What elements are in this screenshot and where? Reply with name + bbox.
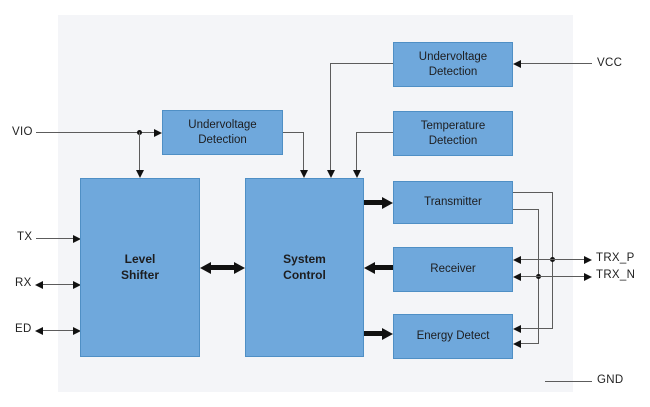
block-label: Receiver	[430, 263, 476, 276]
pin-label-tx: TX	[17, 231, 33, 243]
pin-label-vcc: VCC	[597, 57, 623, 69]
pin-label-rx: RX	[15, 277, 32, 289]
pin-label-ed: ED	[15, 323, 32, 335]
block-level-shifter: Level Shifter	[80, 178, 200, 357]
uvd-io-out-line-v	[303, 132, 304, 170]
pin-label-vio: VIO	[12, 126, 33, 138]
arrowhead-into-system-control-icon	[300, 170, 308, 178]
arrowhead-into-system-control-icon	[327, 170, 335, 178]
block-label: Level Shifter	[120, 251, 159, 282]
tx-arrowhead-icon	[73, 235, 81, 243]
arrowhead-into-receiver-p-icon	[513, 256, 521, 264]
arrowhead-into-energy-detect-b-icon	[513, 340, 521, 348]
pin-label-trx-p: TRX_P	[596, 252, 635, 264]
ed-arrowhead-in-icon	[73, 327, 81, 335]
trx-n-pad-arrowhead-icon	[584, 273, 592, 281]
uvd-vcc-out-line	[330, 63, 393, 64]
ls-sc-arrowhead-left-icon	[200, 262, 211, 274]
uvd-io-out-line	[282, 132, 304, 133]
block-label: Temperature Detection	[420, 119, 486, 147]
ls-sc-arrowhead-right-icon	[234, 262, 245, 274]
sc-ed-arrowhead-icon	[382, 328, 393, 340]
block-label: Undervoltage Detection	[188, 118, 257, 146]
block-energy-detect: Energy Detect	[393, 314, 513, 359]
arrowhead-into-energy-detect-a-icon	[513, 325, 521, 333]
uvd-vcc-out-line-v	[330, 63, 331, 170]
block-undervoltage-detection-io: Undervoltage Detection	[162, 110, 283, 155]
block-receiver: Receiver	[393, 247, 513, 292]
arrowhead-into-receiver-n-icon	[513, 273, 521, 281]
arrowhead-into-uvd-vcc-icon	[513, 60, 521, 68]
rx-sc-arrowhead-icon	[364, 262, 375, 274]
block-transmitter: Transmitter	[393, 181, 513, 224]
tx-line	[36, 238, 74, 239]
sc-tx-arrowhead-icon	[382, 197, 393, 209]
temp-out-line	[357, 132, 393, 133]
arrowhead-into-uvd-io-icon	[154, 129, 162, 137]
rx-arrowhead-out-icon	[35, 281, 43, 289]
energy-detect-in-b-line	[521, 343, 538, 344]
trx-p-pad-arrowhead-icon	[584, 256, 592, 264]
vio-line	[36, 132, 154, 133]
trx-p-line	[521, 259, 585, 260]
block-undervoltage-detection-vcc: Undervoltage Detection	[393, 42, 513, 87]
temp-out-line-v	[356, 132, 357, 170]
pin-label-trx-n: TRX_N	[596, 269, 636, 281]
sc-tx-bus	[364, 200, 383, 205]
pin-label-gnd: GND	[597, 374, 624, 386]
block-temperature-detection: Temperature Detection	[393, 111, 513, 156]
block-label: Transmitter	[424, 196, 482, 209]
ls-sc-bus	[209, 265, 236, 270]
block-label: System Control	[283, 251, 326, 282]
gnd-line	[545, 381, 592, 382]
rx-line	[43, 284, 74, 285]
arrowhead-into-system-control-icon	[353, 170, 361, 178]
energy-detect-in-a-line	[521, 328, 552, 329]
arrowhead-into-level-shifter-icon	[136, 170, 144, 178]
ed-line	[43, 330, 74, 331]
trx-n-line	[521, 276, 585, 277]
vio-branch-line	[139, 132, 140, 170]
rx-arrowhead-in-icon	[73, 281, 81, 289]
vcc-line	[521, 63, 592, 64]
block-system-control: System Control	[245, 178, 364, 357]
block-label: Undervoltage Detection	[418, 50, 488, 78]
transmitter-out-b-line	[513, 209, 539, 210]
transmitter-out-a-line	[513, 192, 553, 193]
sc-ed-bus	[364, 331, 383, 336]
ed-arrowhead-out-icon	[35, 327, 43, 335]
block-label: Energy Detect	[416, 330, 490, 343]
rx-sc-bus	[375, 265, 393, 270]
